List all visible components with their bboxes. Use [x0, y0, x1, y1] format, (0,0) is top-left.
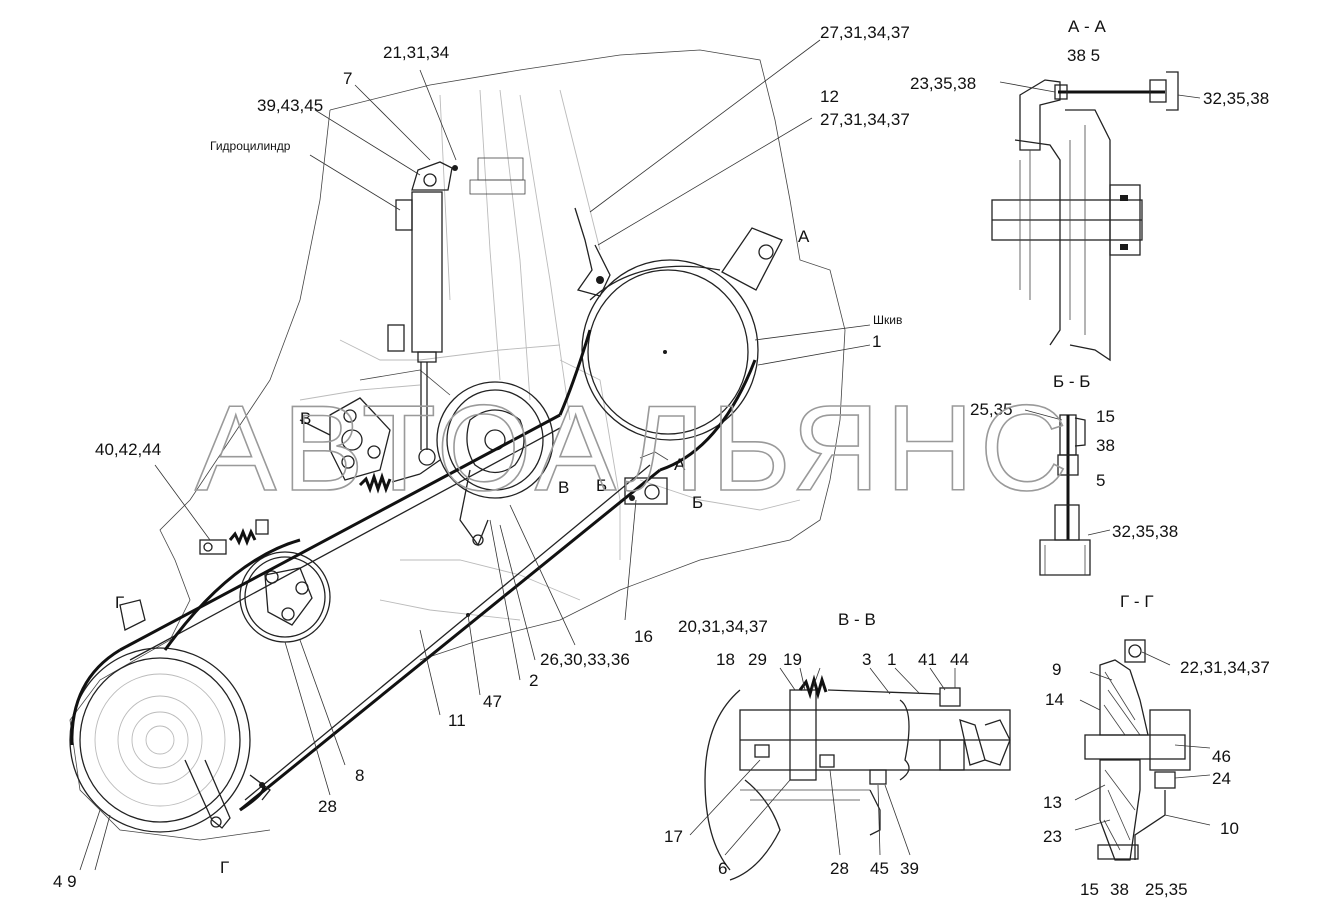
section-aa-title: А - А	[1068, 17, 1106, 36]
section-vv-label-41: 41	[918, 650, 937, 669]
section-gg-label-14: 14	[1045, 690, 1064, 709]
belts	[70, 329, 757, 812]
section-vv-label-1: 1	[887, 650, 896, 669]
label-47: 47	[483, 692, 502, 711]
label-section-marker-v: В	[300, 409, 311, 428]
section-vv-label-29: 29	[748, 650, 767, 669]
bottom-pulley	[69, 599, 251, 833]
section-aa-label-32-35-38: 32,35,38	[1203, 89, 1269, 108]
section-gg-label-10: 10	[1220, 819, 1239, 838]
section-vv-title: В - В	[838, 610, 876, 629]
label-section-marker-g-bottom: Г	[220, 858, 229, 877]
lever-plate	[299, 397, 391, 481]
section-aa-label-38-5: 38 5	[1067, 46, 1100, 65]
label-section-marker-a-top: А	[798, 227, 810, 246]
section-vv-label-44: 44	[950, 650, 969, 669]
section-vv-drawing	[689, 667, 1011, 881]
section-vv-label-17: 17	[664, 827, 683, 846]
label-section-marker-v-mid: В	[558, 478, 569, 497]
label-hydrocylinder: Гидроцилиндр	[210, 139, 291, 153]
section-gg-drawing	[1074, 639, 1211, 861]
tensioner-pulley	[436, 381, 554, 547]
section-gg-label-22-31-34-37: 22,31,34,37	[1180, 658, 1270, 677]
housing-outline	[69, 49, 846, 841]
label-40-42-44: 40,42,44	[95, 440, 161, 459]
label-shkiv: Шкив	[873, 313, 902, 327]
section-bb-label-32-35-38: 32,35,38	[1112, 522, 1178, 541]
label-39-43-45: 39,43,45	[257, 96, 323, 115]
label-section-marker-g-top: Г	[115, 593, 124, 612]
section-gg-label-38: 38	[1110, 880, 1129, 899]
section-gg-label-23: 23	[1043, 827, 1062, 846]
section-bb-label-15: 15	[1096, 407, 1115, 426]
label-28-main: 28	[318, 797, 337, 816]
large-pulley	[581, 259, 759, 441]
section-gg-label-9: 9	[1052, 660, 1061, 679]
label-1: 1	[872, 332, 881, 351]
belt-bracket	[624, 451, 669, 505]
label-11: 11	[448, 711, 466, 730]
section-bb-label-5: 5	[1096, 471, 1105, 490]
watermark: АВТОАЛЬЯНС	[195, 380, 1074, 516]
leader-lines	[79, 39, 871, 871]
label-12: 12	[820, 87, 839, 106]
label-7: 7	[343, 69, 352, 88]
section-vv-label-3: 3	[862, 650, 871, 669]
left-adjuster	[199, 519, 269, 555]
label-8: 8	[355, 766, 364, 785]
label-section-marker-b-right: Б	[692, 493, 703, 512]
section-gg-label-13: 13	[1043, 793, 1062, 812]
label-20-31-34-37: 20,31,34,37	[678, 617, 768, 636]
top-bracket	[574, 207, 783, 297]
section-vv-label-18: 18	[716, 650, 735, 669]
label-4-9: 4 9	[53, 872, 77, 891]
label-16: 16	[634, 627, 653, 646]
section-bb-label-25-35: 25,35	[970, 400, 1013, 419]
label-21-31-34: 21,31,34	[383, 43, 449, 62]
section-vv-label-45: 45	[870, 859, 889, 878]
section-vv-label-39: 39	[900, 859, 919, 878]
label-section-marker-b-left: Б	[596, 476, 607, 495]
section-gg-title: Г - Г	[1120, 592, 1154, 611]
label-section-marker-a-mid: А	[674, 455, 686, 474]
section-bb-title: Б - Б	[1053, 372, 1090, 391]
section-gg-label-24: 24	[1212, 769, 1231, 788]
section-vv-label-28: 28	[830, 859, 849, 878]
section-bb-drawing	[1024, 409, 1111, 576]
section-gg-label-15: 15	[1080, 880, 1099, 899]
section-aa-label-23-35-38: 23,35,38	[910, 74, 976, 93]
section-aa-drawing	[991, 71, 1201, 362]
label-26-30-33-36: 26,30,33,36	[540, 650, 630, 669]
label-2: 2	[529, 671, 538, 690]
label-27-31-34-37-mid: 27,31,34,37	[820, 110, 910, 129]
hydraulic-cylinder	[387, 161, 458, 466]
section-vv-label-6: 6	[718, 859, 727, 878]
section-bb-label-38: 38	[1096, 436, 1115, 455]
spring-rod	[358, 459, 441, 494]
section-gg-label-25-35: 25,35	[1145, 880, 1188, 899]
label-27-31-34-37-top: 27,31,34,37	[820, 23, 910, 42]
center-pulley	[239, 551, 331, 643]
section-vv-label-19: 19	[783, 650, 802, 669]
section-gg-label-46: 46	[1212, 747, 1231, 766]
